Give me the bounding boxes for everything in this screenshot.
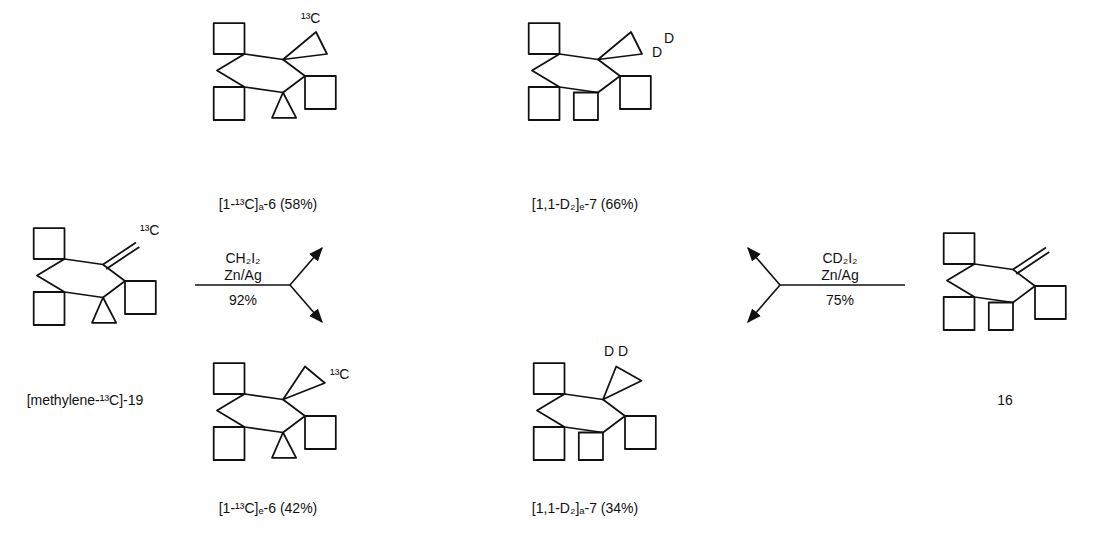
compound-label: [methylene-¹³C]-19 xyxy=(27,392,144,409)
compound-label: [1-¹³C]ₑ-6 (42%) xyxy=(219,500,318,517)
molecule-structure xyxy=(534,363,656,460)
molecule-structure xyxy=(214,23,336,120)
yield-label: 92% xyxy=(229,292,257,309)
compound-label: 16 xyxy=(997,392,1013,409)
reagent-label: Zn/Ag xyxy=(224,267,261,284)
reaction-arrow xyxy=(748,248,905,322)
compound-label: [1-¹³C]ₐ-6 (58%) xyxy=(219,196,318,213)
molecule-structure xyxy=(214,363,336,460)
compound-label: [1,1-D₂]ₑ-7 (66%) xyxy=(532,196,638,213)
molecule-structure xyxy=(944,233,1066,330)
reagent-label: CD₂I₂ xyxy=(823,250,858,267)
isotope-label: ¹³C xyxy=(301,10,320,27)
compound-label: [1,1-D₂]ₐ-7 (34%) xyxy=(532,500,638,517)
reagent-label: CH₂I₂ xyxy=(226,250,261,267)
reaction-arrow xyxy=(195,248,322,322)
molecule-structure xyxy=(34,228,156,325)
molecule-structure xyxy=(529,23,651,120)
yield-label: 75% xyxy=(826,292,854,309)
atom-label: D D xyxy=(604,343,628,360)
atom-label: D xyxy=(664,30,674,47)
isotope-label: ¹³C xyxy=(140,222,159,239)
atom-label: D xyxy=(652,44,662,61)
reagent-label: Zn/Ag xyxy=(821,267,858,284)
isotope-label: ¹³C xyxy=(330,366,349,383)
